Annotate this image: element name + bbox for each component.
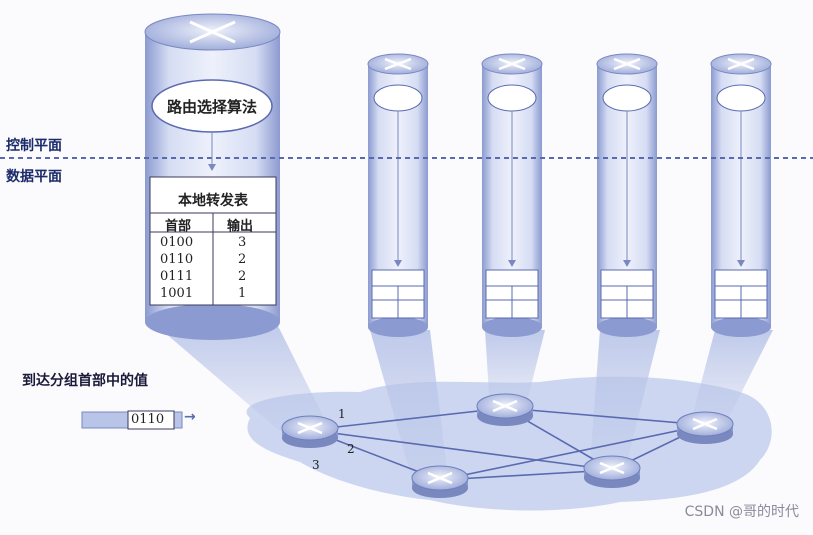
packet-arrow-icon: →	[184, 409, 196, 425]
table-cell-header: 0111	[160, 269, 194, 284]
table-cell-header: 0110	[160, 252, 194, 267]
router-cylinder-4	[710, 53, 772, 337]
packet-header-value: 0110	[131, 412, 165, 427]
router-cylinder-1	[367, 53, 429, 337]
beam-main	[150, 320, 330, 440]
beam-2	[485, 330, 545, 410]
table-header-header: 首部	[165, 219, 192, 234]
arriving-header-label: 到达分组首部中的值	[22, 373, 148, 389]
router-x-icon	[498, 57, 526, 71]
table-cell-output: 3	[238, 235, 247, 250]
port-label-2: 2	[347, 442, 355, 456]
data-plane-label: 数据平面	[6, 169, 62, 185]
beam-1	[370, 330, 450, 495]
beam-3	[590, 330, 660, 470]
net-router-c	[676, 411, 734, 444]
router-cylinder-3	[596, 53, 658, 337]
router-x-icon	[427, 471, 453, 485]
net-router-b	[476, 393, 534, 426]
beam-4	[690, 330, 773, 425]
network-cloud	[246, 376, 772, 511]
router-x-icon	[599, 461, 625, 475]
router-x-icon	[692, 417, 718, 431]
control-plane-label: 控制平面	[6, 138, 62, 154]
net-router-e	[583, 455, 641, 488]
forwarding-table-box	[149, 176, 277, 306]
table-cell-output: 2	[238, 269, 247, 284]
table-cell-output: 2	[238, 252, 247, 267]
forwarding-table-title: 本地转发表	[178, 193, 248, 209]
router-x-icon	[727, 57, 755, 71]
table-cell-header: 0100	[160, 235, 194, 250]
table-header-output: 输出	[227, 219, 254, 234]
net-router-a	[281, 415, 339, 448]
router-x-icon	[384, 57, 412, 71]
watermark: CSDN @哥的时代	[684, 504, 799, 520]
port-label-1: 1	[338, 407, 346, 421]
routing-algorithm-label: 路由选择算法	[166, 98, 257, 116]
packet-header-box	[127, 410, 175, 430]
router-x-icon	[613, 57, 641, 71]
port-label-3: 3	[312, 458, 320, 472]
router-cylinder-2	[481, 53, 543, 337]
router-x-icon	[492, 399, 518, 413]
router-x-icon	[189, 20, 236, 44]
table-cell-header: 1001	[160, 286, 194, 301]
router-x-icon	[297, 421, 323, 435]
net-router-d	[411, 465, 469, 498]
table-cell-output: 1	[238, 286, 247, 301]
